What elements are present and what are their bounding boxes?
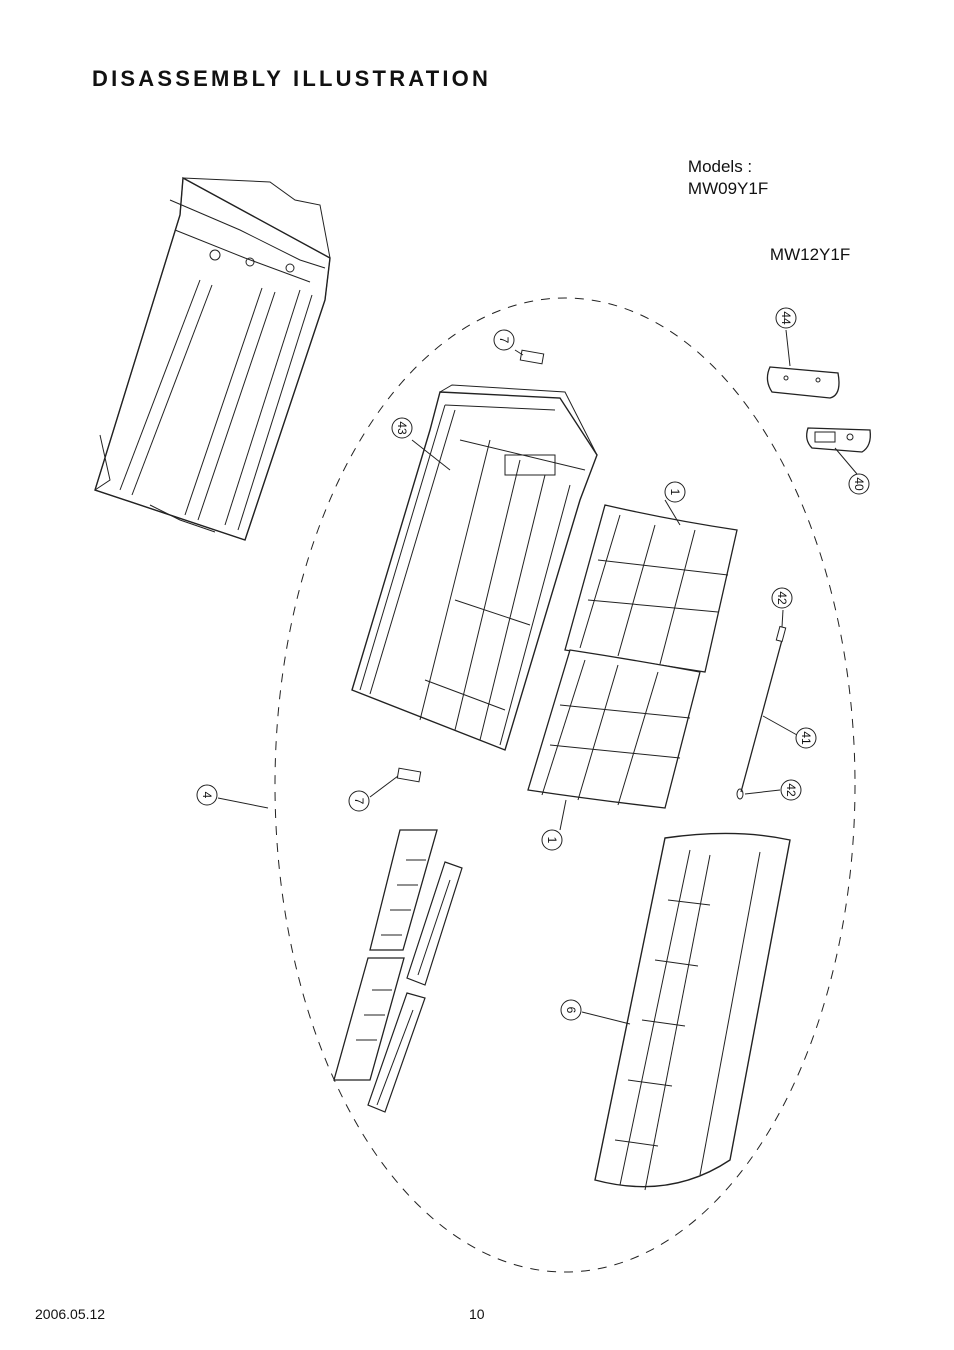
callout-7-upper: 7: [493, 329, 515, 351]
model-name-2: MW12Y1F: [769, 245, 851, 264]
svg-text:40: 40: [852, 477, 866, 491]
page-title: DISASSEMBLY ILLUSTRATION: [92, 66, 492, 91]
callout-1-lower: 1: [541, 829, 563, 851]
deodorizing-filter-lower: [367, 992, 426, 1113]
svg-text:43: 43: [395, 421, 409, 435]
svg-text:1: 1: [668, 489, 682, 496]
page-number: 10: [469, 1306, 485, 1322]
leader-lines: [217, 329, 858, 1025]
callout-4: 4: [196, 784, 218, 806]
deodorizing-filter-holder-lower: [333, 957, 405, 1081]
callout-7-lower: 7: [348, 790, 370, 812]
svg-text:7: 7: [497, 337, 511, 344]
deodorizing-filter-holder-upper: [369, 829, 438, 951]
svg-text:7: 7: [352, 798, 366, 805]
svg-text:4: 4: [200, 792, 214, 799]
svg-text:41: 41: [799, 731, 813, 745]
remote-control-holder: [766, 366, 840, 399]
models-row-1: Models : MW09Y1F: [669, 134, 850, 222]
svg-text:42: 42: [784, 783, 798, 797]
document-date: 2006.05.12: [35, 1306, 106, 1322]
models-label: Models :: [687, 157, 753, 176]
models-block: Models : MW09Y1F MW12Y1F: [669, 134, 850, 288]
remote-control: [806, 427, 871, 453]
svg-text:1: 1: [545, 837, 559, 844]
models-row-2: MW12Y1F: [669, 222, 850, 288]
callout-6: 6: [560, 999, 582, 1021]
svg-text:42: 42: [775, 591, 789, 605]
callout-40: 40: [848, 473, 870, 495]
model-name-1: MW09Y1F: [687, 179, 769, 198]
callout-43: 43: [391, 417, 413, 439]
callout-42-upper: 42: [771, 587, 793, 609]
front-grille-frame: [351, 384, 598, 751]
svg-text:44: 44: [779, 311, 793, 325]
front-panel: [594, 832, 791, 1191]
callouts: 44 40 7 43 1 42 41 42: [196, 307, 870, 1021]
air-filter-upper: [564, 504, 738, 673]
callout-42-lower: 42: [780, 779, 802, 801]
assembly-group-outline: [274, 297, 856, 1273]
deodorizing-filter-upper: [406, 861, 463, 986]
chassis-unit: [94, 176, 331, 541]
support-rod: [736, 625, 787, 800]
callout-44: 44: [775, 307, 797, 329]
callout-1-upper: 1: [664, 481, 686, 503]
screw-cap-upper: [519, 349, 545, 365]
screw-cap-lower: [396, 767, 422, 783]
svg-text:6: 6: [564, 1007, 578, 1014]
callout-41: 41: [795, 727, 817, 749]
air-filter-lower: [527, 649, 701, 809]
